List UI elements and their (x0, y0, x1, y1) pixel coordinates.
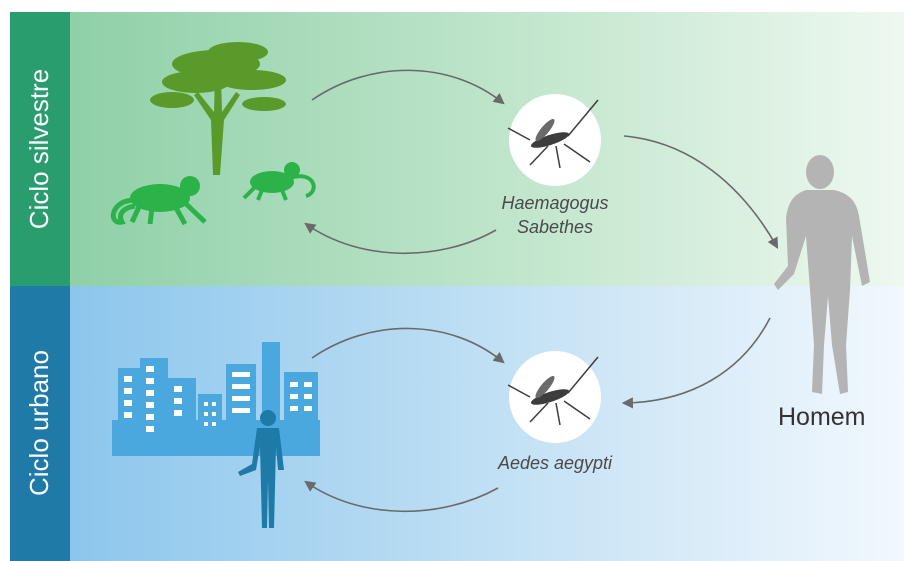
silvestre-vector-label: Haemagogus Sabethes (470, 191, 640, 239)
arrow-city-to-mosquito (311, 327, 505, 364)
silvestre-cycle-label: Ciclo silvestre (24, 68, 54, 230)
monkey-icon (242, 162, 316, 201)
vector-genus-sabethes: Sabethes (516, 217, 594, 237)
person-icon (238, 410, 284, 528)
silvestre-side-band (10, 12, 70, 286)
city-icon (112, 342, 320, 456)
arrow-forest-to-mosquito (311, 69, 505, 105)
urbano-cycle-label: Ciclo urbano (24, 350, 54, 496)
arrow-mosquito-to-human (623, 135, 779, 249)
mosquito-icon (507, 351, 601, 443)
arrow-human-to-urban-mosquito (621, 317, 771, 409)
human-label: Homem (778, 403, 866, 431)
tree-icon (150, 42, 286, 175)
urbano-vector-label: Aedes aegypti (497, 453, 613, 473)
arrow-mosquito-to-forest (304, 222, 497, 255)
monkey-icon (110, 176, 207, 226)
mosquito-icon (507, 94, 601, 186)
vector-genus-haemagogus: Haemagogus (501, 193, 609, 213)
urbano-side-band (10, 286, 70, 561)
arrow-mosquito-to-city (304, 480, 499, 513)
person-icon (774, 155, 870, 394)
